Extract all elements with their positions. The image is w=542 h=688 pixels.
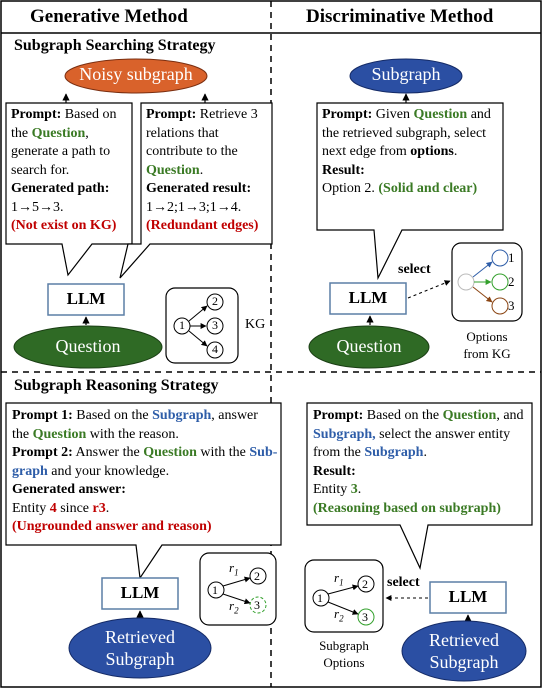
option-root-node <box>457 273 475 291</box>
disc-sub-node-1-label: 1 <box>317 591 323 605</box>
disc-select-label: select <box>398 262 431 277</box>
kg-label: KG <box>245 317 266 332</box>
gen-sub-node-3-label: 3 <box>254 598 260 612</box>
kg-node-3-label: 3 <box>212 318 218 332</box>
kg-node-4 <box>206 341 224 359</box>
kg-node-1-label: 1 <box>179 318 185 332</box>
kg-node-2-label: 2 <box>212 294 218 308</box>
section-reasoning: Subgraph Reasoning Strategy <box>14 377 219 394</box>
disc-reason-llm-label: LLM <box>448 587 488 606</box>
gen-bubble-1: Prompt: Based on the Question, generate … <box>11 107 117 233</box>
gen-sub-node-1 <box>207 581 225 599</box>
disc-sub-node-3 <box>357 608 375 626</box>
kg-node-4-label: 4 <box>212 342 218 356</box>
gen-r1-label: r1 <box>229 560 239 578</box>
gen-sub-node-1-label: 1 <box>212 583 218 597</box>
options-caption: Options from KG <box>463 329 511 361</box>
header-discriminative: Discriminative Method <box>306 6 494 27</box>
option-2-label: 2 <box>508 274 515 289</box>
section-searching: Subgraph Searching Strategy <box>14 37 216 54</box>
disc-llm-box <box>329 282 407 315</box>
gen-bubble-2: Prompt: Retrieve 3 relations that contri… <box>146 107 259 233</box>
disc-bubble: Prompt: Given Question and the retrieved… <box>322 107 491 196</box>
disc-sub-node-1 <box>312 589 330 607</box>
gen-sub-node-2-label: 2 <box>254 569 260 583</box>
option-node-1 <box>491 249 509 267</box>
disc-bubble-shape <box>316 102 504 281</box>
gen-llm-label: LLM <box>66 289 106 308</box>
gen-bubble-2-shape <box>119 102 273 279</box>
noisy-subgraph-oval <box>64 58 208 94</box>
gen-bubble-1-shape <box>5 102 133 277</box>
gen-r2-label: r2 <box>229 598 239 616</box>
kg-node-2 <box>206 293 224 311</box>
disc-reason-bubble-shape <box>306 402 533 570</box>
gen-llm-box <box>47 283 125 316</box>
disc-reason-select-label: select <box>387 575 420 590</box>
gen-sub-node-2 <box>249 567 267 585</box>
disc-sub-node-2-label: 2 <box>362 577 368 591</box>
disc-r1-label: r1 <box>334 570 344 588</box>
disc-retrieved-oval <box>401 620 527 682</box>
option-node-3 <box>491 297 509 315</box>
disc-reason-llm-box <box>429 581 507 614</box>
disc-reason-bubble: Prompt: Based on the Question, and Subgr… <box>313 408 524 516</box>
gen-reason-bubble: Prompt 1: Based on the Subgraph, answer … <box>12 408 278 534</box>
disc-question-label: Question <box>336 336 402 356</box>
gen-question-oval <box>13 325 163 369</box>
disc-r2-label: r2 <box>334 606 344 624</box>
header-generative: Generative Method <box>30 6 188 27</box>
option-1-label: 1 <box>508 250 515 265</box>
disc-question-oval <box>308 325 430 369</box>
option-node-2 <box>491 273 509 291</box>
disc-sub-node-2 <box>357 575 375 593</box>
subgraph-options-caption: Subgraph Options <box>319 638 369 670</box>
gen-question-label: Question <box>55 336 121 356</box>
kg-node-3 <box>206 317 224 335</box>
gen-retrieved-oval <box>68 617 212 679</box>
gen-reason-llm-box <box>101 577 179 610</box>
disc-llm-label: LLM <box>348 288 388 307</box>
gen-reason-llm-label: LLM <box>120 583 160 602</box>
option-3-label: 3 <box>508 298 515 313</box>
gen-sub-node-3 <box>249 596 267 614</box>
subgraph-oval-label: Subgraph <box>371 64 441 84</box>
noisy-subgraph-label: Noisy subgraph <box>79 64 193 84</box>
gen-reason-bubble-shape <box>5 402 282 580</box>
subgraph-oval <box>349 58 463 94</box>
disc-sub-node-3-label: 3 <box>362 610 368 624</box>
